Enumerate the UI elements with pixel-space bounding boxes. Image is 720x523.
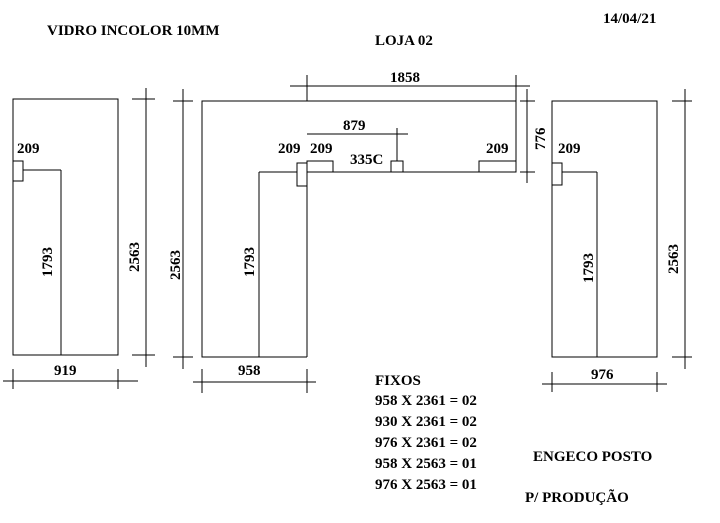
left-handle-height-label: 1793 — [40, 247, 56, 277]
right-handle-block — [551, 162, 563, 186]
left-panel-outline — [12, 98, 119, 356]
fixos-item: 976 X 2361 = 02 — [375, 435, 477, 451]
store-label: LOJA 02 — [375, 33, 433, 49]
right-height-label: 2563 — [666, 244, 682, 274]
date-label: 14/04/21 — [603, 11, 656, 27]
center-fitting-left — [306, 160, 334, 173]
fixos-item: 958 X 2361 = 02 — [375, 393, 477, 409]
center-handle-offset-label: 209 — [278, 141, 301, 157]
fixos-list: FIXOS 958 X 2361 = 02 930 X 2361 = 02 97… — [375, 373, 477, 493]
right-panel-outline — [551, 100, 658, 358]
fixos-item: 958 X 2563 = 01 — [375, 456, 477, 472]
center-inner-right-offset-label: 209 — [486, 141, 509, 157]
left-height-label: 2563 — [127, 242, 143, 272]
fixos-item: 930 X 2361 = 02 — [375, 414, 477, 430]
fixos-title: FIXOS — [375, 373, 421, 389]
center-height-label: 2563 — [168, 250, 184, 280]
center-top-width-label: 1858 — [390, 70, 420, 86]
right-handle-height-label: 1793 — [581, 253, 597, 283]
left-handle-block — [12, 160, 24, 182]
fixos-item: 976 X 2563 = 01 — [375, 477, 477, 493]
center-handle-height-label: 1793 — [242, 247, 258, 277]
center-top-height-label: 776 — [533, 127, 549, 150]
center-inner-left-offset-label: 209 — [310, 141, 333, 157]
right-panel: 209 1793 2563 976 — [542, 89, 692, 392]
center-handle-block — [296, 162, 308, 187]
center-width-label: 958 — [238, 363, 261, 379]
client-label: ENGECO POSTO — [533, 449, 652, 465]
left-handle-offset-label: 209 — [17, 141, 40, 157]
center-inner-width-label: 879 — [343, 118, 366, 134]
left-width-label: 919 — [54, 363, 77, 379]
center-fitting-label: 335C — [350, 152, 383, 168]
center-panel: 1858 776 879 209 335C 209 209 1793 2563 … — [168, 70, 549, 393]
center-fitting-right — [478, 160, 517, 173]
center-fitting-middle — [390, 160, 404, 173]
right-handle-offset-label: 209 — [558, 141, 581, 157]
center-panel-outline — [201, 100, 517, 358]
right-width-label: 976 — [591, 367, 614, 383]
left-panel: 209 1793 2563 919 — [3, 88, 155, 389]
material-label: VIDRO INCOLOR 10MM — [47, 23, 220, 39]
purpose-label: P/ PRODUÇÃO — [525, 488, 629, 506]
